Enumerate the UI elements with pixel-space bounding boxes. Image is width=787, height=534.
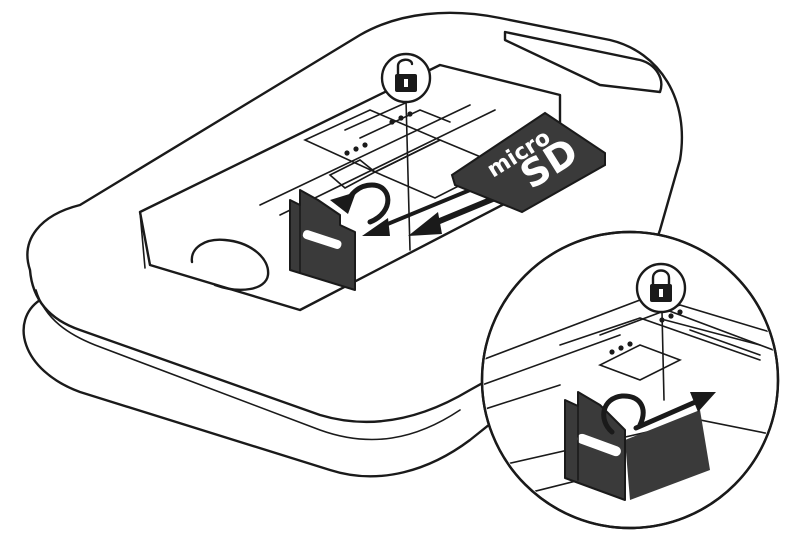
flip-arrow-icon bbox=[330, 182, 391, 225]
locked-padlock-icon bbox=[635, 262, 687, 401]
microsd-card: micro SD bbox=[450, 111, 606, 214]
unlocked-padlock-icon bbox=[380, 52, 432, 251]
sim-tray bbox=[289, 189, 356, 291]
insert-arrow-icon bbox=[362, 188, 503, 236]
close-arrow-icon bbox=[601, 392, 716, 435]
zoom-inset bbox=[480, 230, 780, 530]
